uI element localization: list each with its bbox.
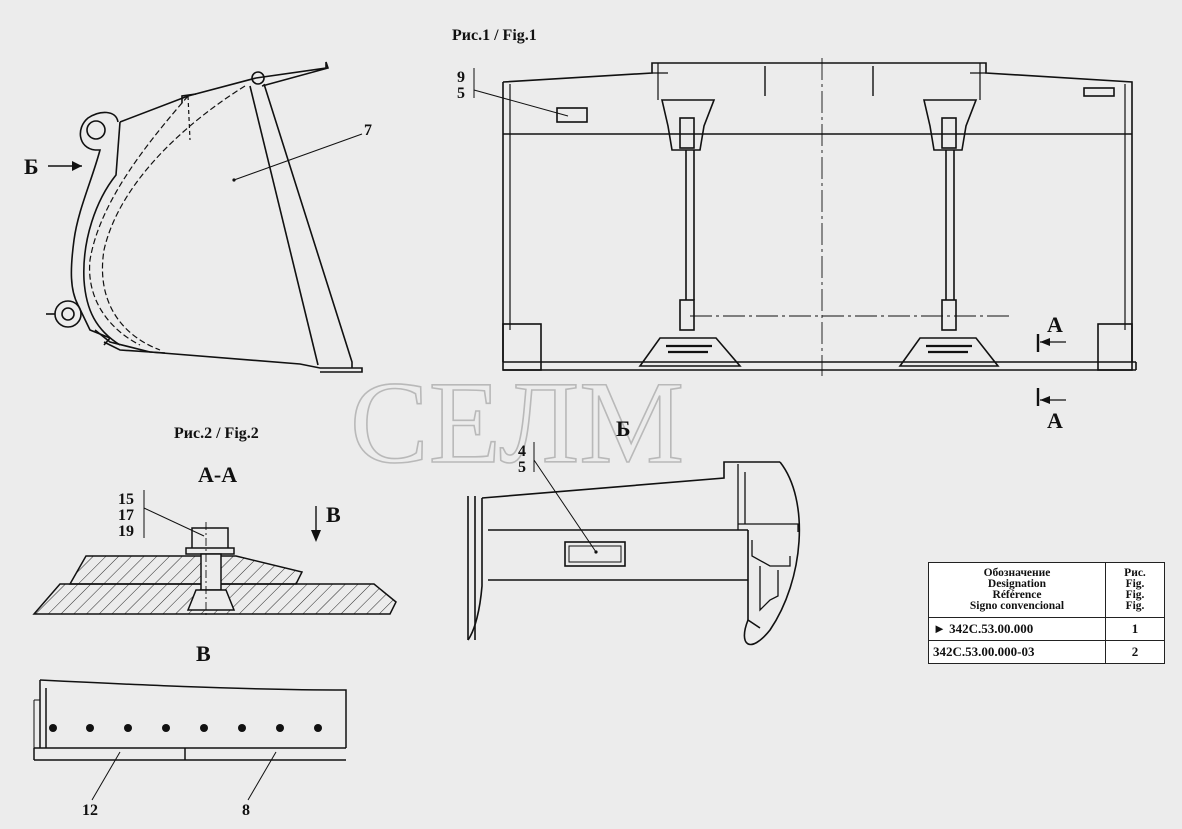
callout-15: 15: [118, 491, 134, 508]
legend-fig: 2: [1105, 640, 1165, 664]
section-aa-view: [32, 522, 397, 616]
legend-designation: ► 342С.53.00.000: [928, 617, 1106, 641]
fig2-title: Рис.2 / Fig.2: [174, 425, 259, 442]
detail-b-view: [467, 461, 801, 646]
legend-table: Обозначение Designation Référence Signo …: [928, 562, 1165, 664]
callout-9: 9: [457, 69, 465, 86]
callout-12: 12: [82, 802, 98, 819]
marker-b-side: Б: [24, 154, 39, 179]
bucket-side-view: [46, 61, 363, 373]
view-v-title: В: [196, 641, 211, 666]
marker-a-top: А: [1047, 312, 1063, 337]
view-v-edge: [33, 679, 347, 761]
legend-designation: 342С.53.00.000-03: [928, 640, 1106, 664]
marker-v: В: [326, 502, 341, 527]
legend-header-line: Référence: [992, 589, 1042, 601]
legend-header-fig: Рис. Fig. Fig. Fig.: [1105, 562, 1165, 618]
watermark: СЕЛМ: [350, 357, 684, 488]
legend-fig: 1: [1105, 617, 1165, 641]
callout-12-leader: [91, 751, 121, 801]
callout-19: 19: [118, 523, 134, 540]
section-a-markers: [1036, 334, 1066, 406]
bucket-front-view: [502, 58, 1137, 376]
callout-4: 4: [518, 443, 526, 460]
legend-header-line: Обозначение: [983, 567, 1051, 579]
view-b-arrow: [48, 161, 82, 171]
view-bb-title: Б: [616, 416, 631, 441]
legend-header-line: Designation: [987, 578, 1047, 590]
legend-header-line: Fig.: [1125, 589, 1145, 601]
legend-row: ► 342С.53.00.000 1: [928, 617, 1165, 641]
callout-7-leader: [233, 133, 363, 181]
legend-row: 342С.53.00.000-03 2: [928, 640, 1165, 664]
callout-17: 17: [118, 507, 134, 524]
legend-header-designation: Обозначение Designation Référence Signo …: [928, 562, 1106, 618]
legend-header-line: Fig.: [1125, 600, 1145, 612]
legend-header-line: Signo convencional: [969, 600, 1065, 612]
callout-15-leader: [143, 507, 205, 537]
section-aa-title: А-А: [198, 462, 237, 487]
callout-8: 8: [242, 802, 250, 819]
marker-a-bottom: А: [1047, 408, 1063, 433]
legend-header-line: Fig.: [1125, 578, 1145, 590]
callout-5b: 5: [518, 459, 526, 476]
callout-4-5-leader: [533, 459, 597, 553]
callout-5a: 5: [457, 85, 465, 102]
view-v-arrow: [311, 506, 321, 542]
legend-header-line: Рис.: [1124, 567, 1146, 579]
callout-7: 7: [364, 122, 372, 139]
callout-8-leader: [247, 751, 277, 801]
fig1-title: Рис.1 / Fig.1: [452, 27, 537, 44]
callout-9-5-leader: [473, 89, 569, 117]
